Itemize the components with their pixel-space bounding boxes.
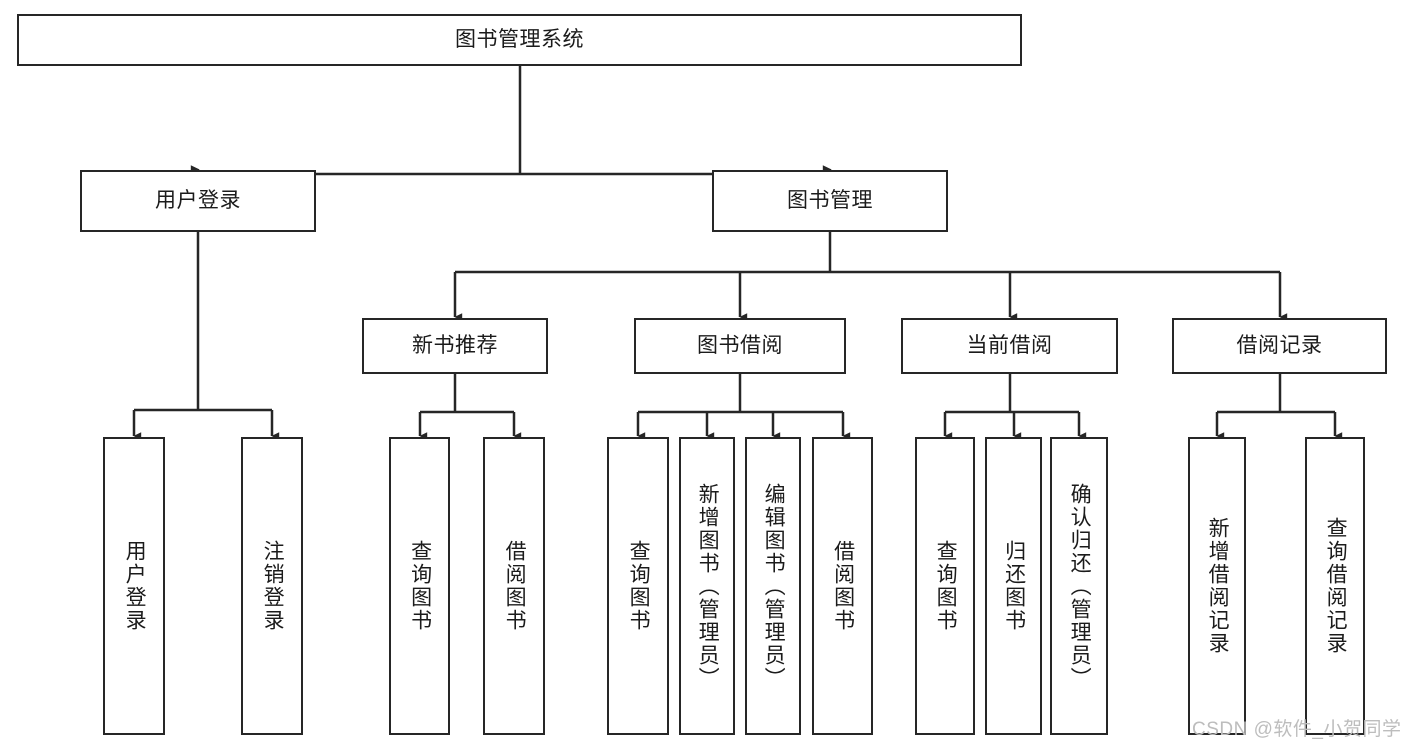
node-l3-nb-query[interactable]: 查询图书 — [389, 437, 450, 735]
node-label: 编辑图书（管理员） — [762, 482, 786, 690]
node-label: 查询图书 — [408, 540, 432, 632]
node-label: 图书管理 — [787, 188, 873, 212]
node-l1-book-manage[interactable]: 图书管理 — [712, 170, 948, 232]
node-l3-user-logout[interactable]: 注销登录 — [241, 437, 303, 735]
node-label: 查询图书 — [934, 540, 958, 632]
node-label: 新书推荐 — [412, 333, 498, 357]
node-label: 借阅图书 — [503, 540, 527, 632]
node-l3-cb-query[interactable]: 查询图书 — [915, 437, 975, 735]
node-label: 查询借阅记录 — [1324, 517, 1348, 655]
node-l3-user-login[interactable]: 用户登录 — [103, 437, 165, 735]
node-root[interactable]: 图书管理系统 — [17, 14, 1022, 66]
node-label: 确认归还（管理员） — [1068, 482, 1092, 690]
node-label: 新增图书（管理员） — [696, 482, 720, 690]
node-l3-bb-query[interactable]: 查询图书 — [607, 437, 669, 735]
node-l3-bb-borrow[interactable]: 借阅图书 — [812, 437, 873, 735]
node-l3-cb-confirm[interactable]: 确认归还（管理员） — [1050, 437, 1108, 735]
node-l2-current-borrow[interactable]: 当前借阅 — [901, 318, 1118, 374]
node-label: 注销登录 — [261, 540, 285, 632]
node-label: 用户登录 — [123, 540, 147, 632]
node-l1-user-login[interactable]: 用户登录 — [80, 170, 316, 232]
node-l3-bb-add[interactable]: 新增图书（管理员） — [679, 437, 735, 735]
node-l2-borrow-record[interactable]: 借阅记录 — [1172, 318, 1387, 374]
node-label: 查询图书 — [627, 540, 651, 632]
node-label: 借阅记录 — [1236, 333, 1323, 357]
node-label: 借阅图书 — [831, 540, 855, 632]
node-l2-book-borrow[interactable]: 图书借阅 — [634, 318, 846, 374]
node-l3-br-query[interactable]: 查询借阅记录 — [1305, 437, 1365, 735]
node-label: 归还图书 — [1002, 540, 1026, 632]
node-l3-nb-borrow[interactable]: 借阅图书 — [483, 437, 545, 735]
node-l2-new-book[interactable]: 新书推荐 — [362, 318, 548, 374]
node-l3-bb-edit[interactable]: 编辑图书（管理员） — [745, 437, 801, 735]
node-label: 当前借阅 — [966, 333, 1053, 357]
node-label: 图书借阅 — [697, 333, 783, 357]
node-label: 用户登录 — [155, 188, 241, 212]
node-l3-cb-return[interactable]: 归还图书 — [985, 437, 1042, 735]
node-label: 新增借阅记录 — [1206, 517, 1230, 655]
node-label: 图书管理系统 — [455, 27, 584, 51]
node-l3-br-add[interactable]: 新增借阅记录 — [1188, 437, 1246, 735]
